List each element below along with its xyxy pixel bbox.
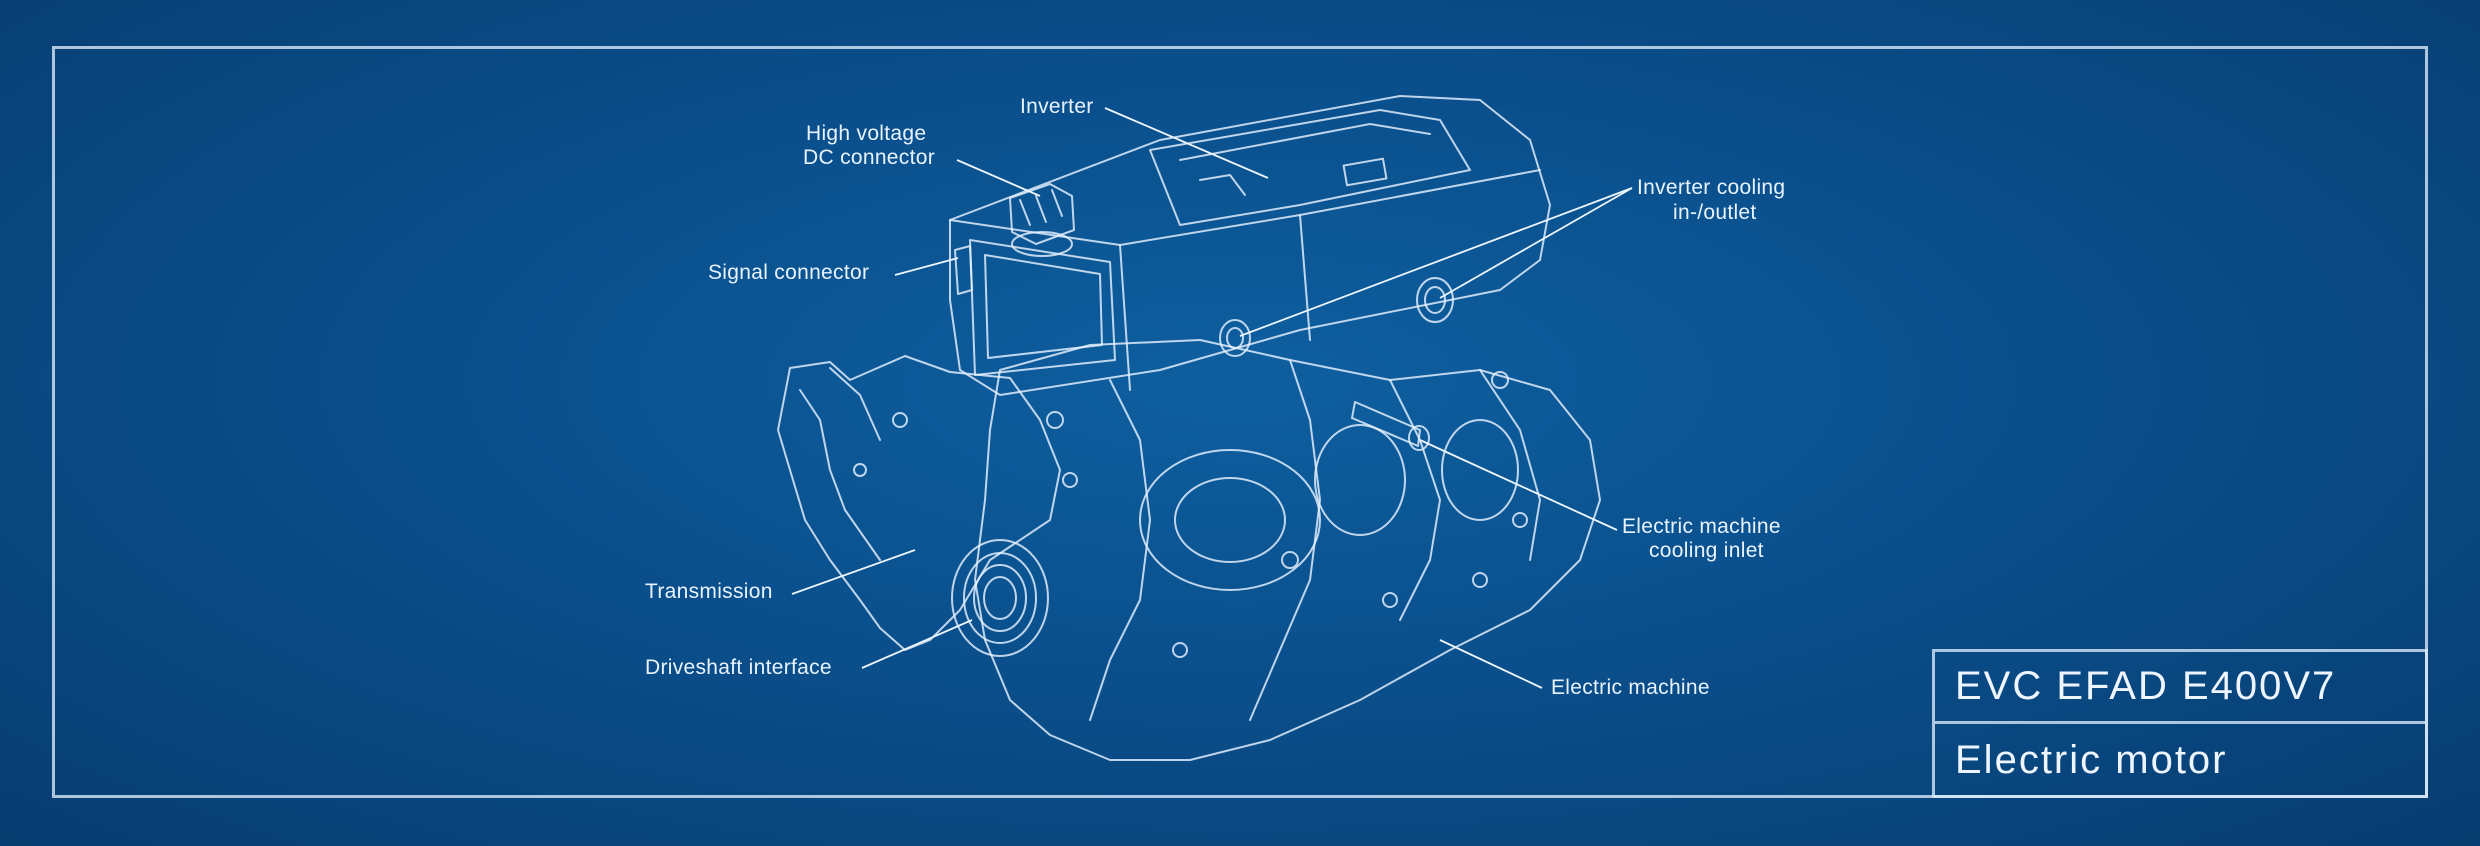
leader-inverter-cooling-2 [1439,187,1633,299]
leader-signal [894,257,959,276]
callout-inverter: Inverter [1020,95,1094,118]
leader-inverter [1104,107,1269,179]
title-block-model: EVC EFAD E400V7 [1935,652,2425,724]
title-block: EVC EFAD E400V7 Electric motor [1932,649,2428,798]
callout-signal-connector: Signal connector [708,261,870,284]
callout-em-cooling-line1: Electric machine [1622,515,1781,538]
motor-housing [974,339,1601,761]
callout-inverter-cooling-line2: in-/outlet [1673,201,1757,224]
em-cooling-inlet [1351,401,1430,451]
callout-driveshaft-interface: Driveshaft interface [645,656,832,679]
callout-transmission: Transmission [645,580,773,603]
callout-electric-machine: Electric machine [1551,676,1710,699]
inverter-cooling-ports [1219,277,1454,357]
driveshaft-flange [951,539,1049,657]
leader-transmission [791,549,916,595]
drawing-border [52,46,2428,798]
leader-driveshaft [861,619,973,669]
hv-dc-connector-shape [1009,183,1075,257]
callout-hv-dc-line2: DC connector [803,146,935,169]
leader-electric-machine [1439,639,1543,689]
leader-inverter-cooling-1 [1239,187,1633,337]
callout-em-cooling-line2: cooling inlet [1649,539,1764,562]
title-block-description: Electric motor [1955,737,2228,782]
callout-hv-dc-line1: High voltage [806,122,927,145]
callout-inverter-cooling-line1: Inverter cooling [1637,176,1786,199]
transmission-housing [777,355,1061,651]
leader-hv-dc [956,159,1041,197]
leader-em-cooling [1419,439,1618,531]
